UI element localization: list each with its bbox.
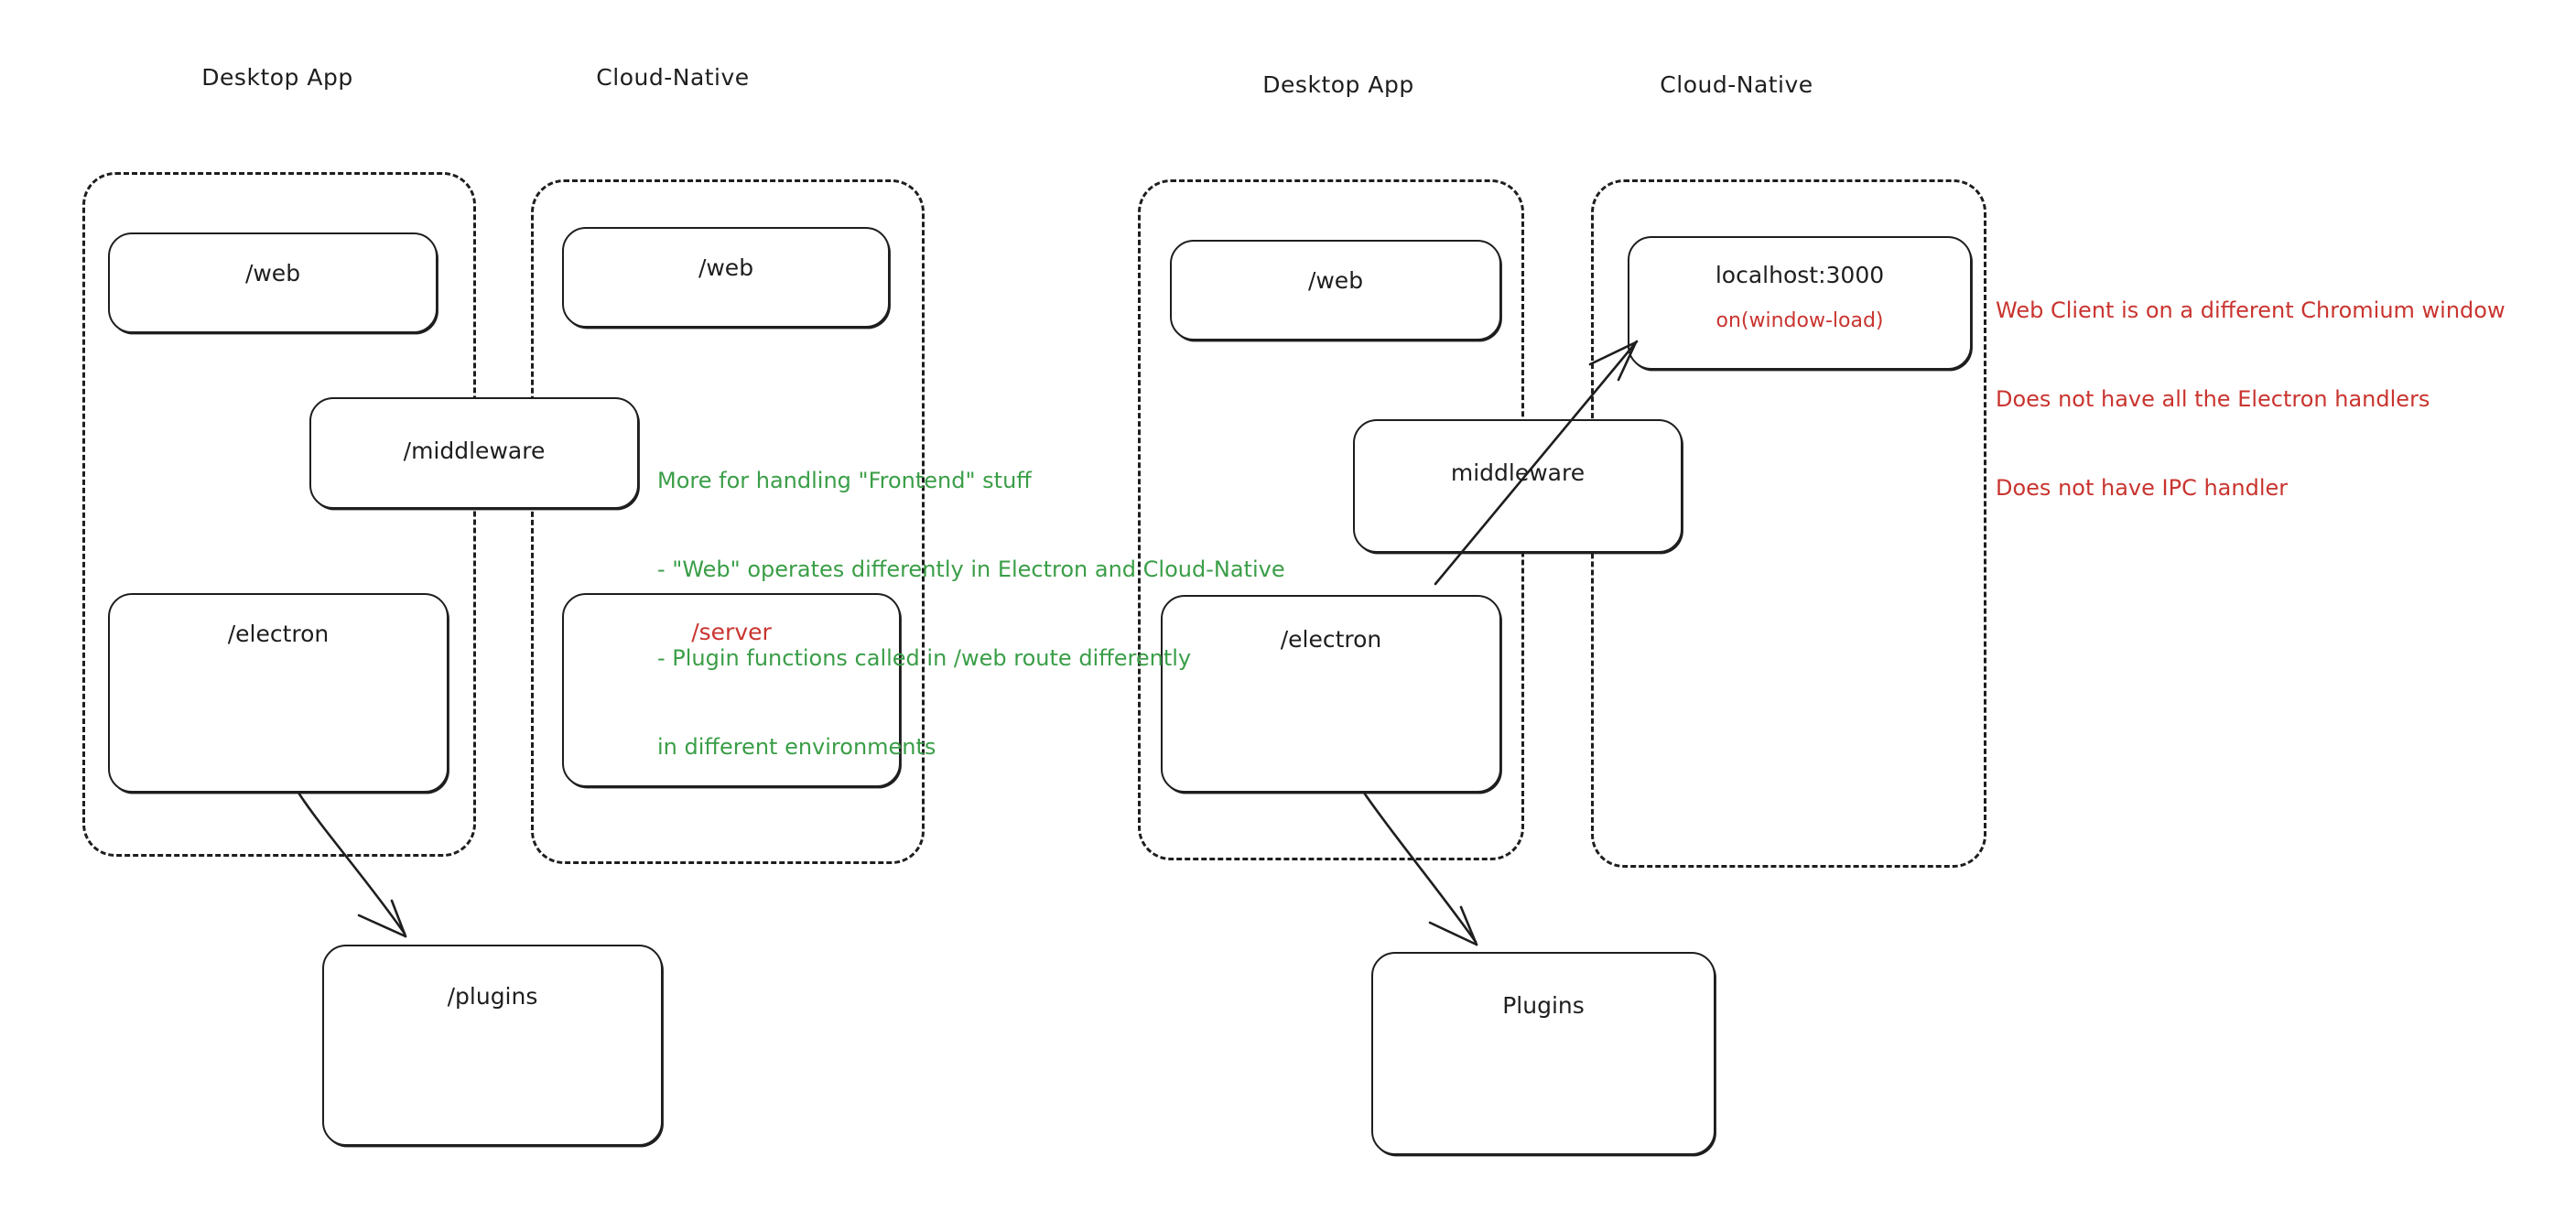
node-left-desktop-web-label: /web bbox=[244, 260, 301, 286]
panel-left-desktop-app bbox=[82, 172, 476, 857]
node-right-desktop-web-label: /web bbox=[1307, 267, 1364, 294]
annotation-green-line-1: More for handling "Frontend" stuff bbox=[657, 467, 1032, 493]
node-left-middleware[interactable]: /middleware bbox=[309, 397, 639, 509]
annotation-green-line-2: - "Web" operates differently in Electron… bbox=[657, 556, 1285, 582]
node-right-plugins[interactable]: Plugins bbox=[1371, 952, 1716, 1155]
annotation-green-line-3: - Plugin functions called in /web route … bbox=[657, 645, 1192, 672]
node-right-localhost-label: localhost:3000 bbox=[1715, 262, 1885, 288]
node-left-electron-label: /electron bbox=[227, 621, 330, 647]
node-right-plugins-label: Plugins bbox=[1502, 992, 1585, 1019]
node-right-electron-label: /electron bbox=[1280, 626, 1382, 653]
node-left-middleware-label: /middleware bbox=[403, 438, 546, 464]
node-left-plugins-label: /plugins bbox=[447, 983, 538, 1010]
annotation-green-note: More for handling "Frontend" stuff - "We… bbox=[657, 406, 1285, 821]
node-right-desktop-web[interactable]: /web bbox=[1170, 240, 1501, 340]
node-left-server[interactable]: /server bbox=[562, 593, 901, 787]
node-left-cloud-web-label: /web bbox=[698, 254, 754, 281]
group-label-left-cloud-native: Cloud-Native bbox=[596, 64, 750, 91]
node-right-localhost-sublabel: on(window-load) bbox=[1716, 309, 1884, 332]
node-left-cloud-web[interactable]: /web bbox=[562, 227, 890, 328]
annotation-green-line-4: in different environments bbox=[657, 734, 936, 761]
annotation-red-line-2: Does not have all the Electron handlers bbox=[1996, 385, 2430, 412]
node-right-middleware-label: middleware bbox=[1450, 459, 1586, 486]
node-left-plugins[interactable]: /plugins bbox=[322, 945, 663, 1146]
group-label-right-cloud-native: Cloud-Native bbox=[1660, 71, 1813, 98]
annotation-red-line-3: Does not have IPC handler bbox=[1996, 475, 2289, 502]
node-right-localhost[interactable]: localhost:3000 on(window-load) bbox=[1628, 236, 1972, 370]
node-left-desktop-web[interactable]: /web bbox=[108, 232, 438, 333]
annotation-red-line-1: Web Client is on a different Chromium wi… bbox=[1996, 297, 2506, 323]
node-right-electron[interactable]: /electron bbox=[1161, 595, 1501, 793]
group-label-right-desktop-app: Desktop App bbox=[1262, 71, 1414, 98]
panel-left-cloud-native bbox=[531, 179, 925, 864]
node-left-electron[interactable]: /electron bbox=[108, 593, 449, 793]
node-right-middleware[interactable]: middleware bbox=[1353, 419, 1683, 553]
annotation-red-note: Web Client is on a different Chromium wi… bbox=[1996, 236, 2506, 562]
node-left-server-label: /server bbox=[691, 619, 772, 645]
group-label-left-desktop-app: Desktop App bbox=[201, 64, 353, 91]
